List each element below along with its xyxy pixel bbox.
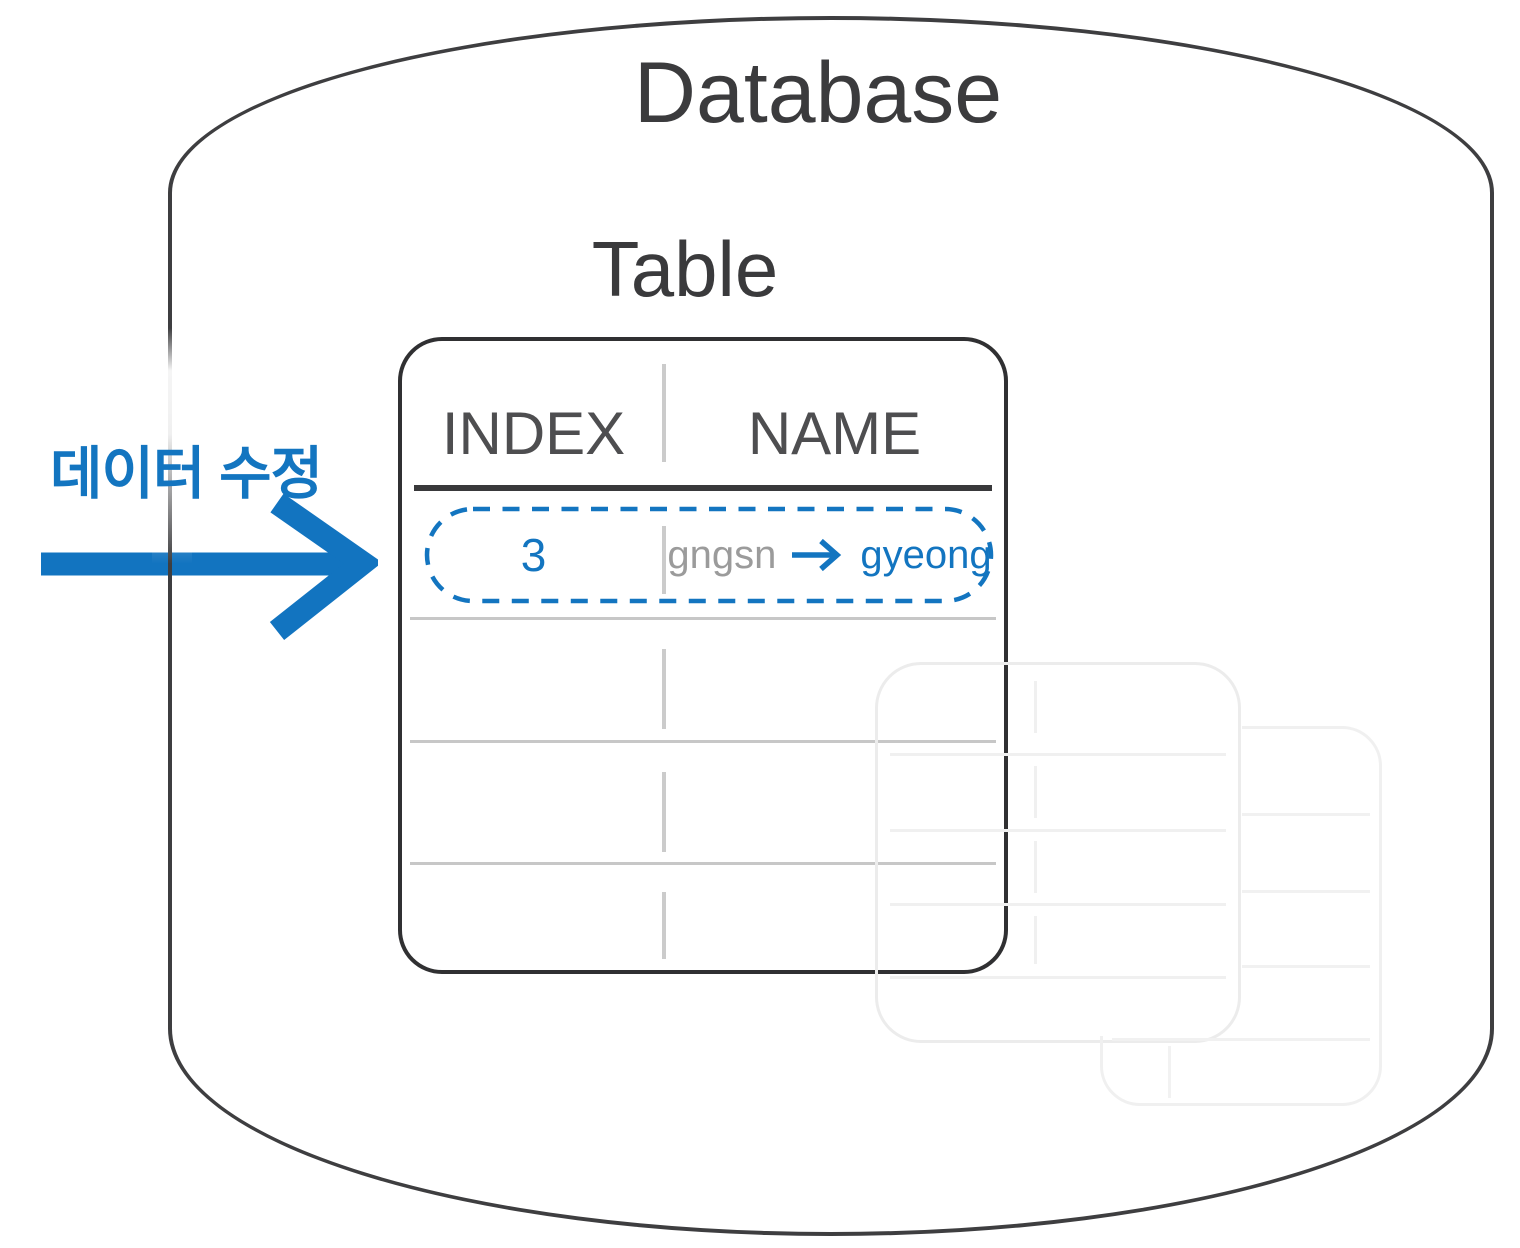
ghost-row-line xyxy=(1112,813,1370,816)
ghost-row-line xyxy=(890,976,1226,979)
row-column-divider xyxy=(662,526,666,594)
name-before-value: gngsn xyxy=(667,532,777,577)
data-update-arrow-icon xyxy=(41,493,378,641)
ghost-table-2-frame xyxy=(1100,726,1382,1106)
ghost-column-divider xyxy=(1034,766,1037,818)
highlighted-row-dashed-outline xyxy=(424,506,994,604)
row-separator xyxy=(410,740,996,743)
row-separator xyxy=(410,862,996,865)
header-column-divider xyxy=(662,364,666,462)
column-header-index: INDEX xyxy=(441,400,626,467)
action-label: 데이터 수정 xyxy=(50,442,323,506)
change-arrow-icon xyxy=(792,538,842,572)
row-column-divider xyxy=(662,649,666,729)
row-separator xyxy=(410,617,996,620)
column-header-name: NAME xyxy=(747,400,922,467)
name-after-value: gyeong xyxy=(860,532,992,577)
database-title: Database xyxy=(633,45,1003,141)
row-column-divider xyxy=(662,772,666,852)
ghost-column-divider xyxy=(1168,1046,1171,1098)
table-card: INDEX NAME 3 gngsn gyeong xyxy=(398,337,1008,974)
ghost-table-2 xyxy=(1100,726,1382,1106)
ghost-column-divider xyxy=(1034,916,1037,964)
ghost-column-divider xyxy=(1034,681,1037,733)
ghost-row-line xyxy=(1112,1038,1370,1041)
ghost-row-line xyxy=(1112,890,1370,893)
row-column-divider xyxy=(662,892,666,959)
row-index-value: 3 xyxy=(520,529,547,581)
ghost-column-divider xyxy=(1034,841,1037,893)
header-underline xyxy=(414,485,992,491)
row-name-change: gngsn gyeong xyxy=(655,524,1004,586)
ghost-row-line xyxy=(1112,965,1370,968)
table-title: Table xyxy=(591,225,779,313)
